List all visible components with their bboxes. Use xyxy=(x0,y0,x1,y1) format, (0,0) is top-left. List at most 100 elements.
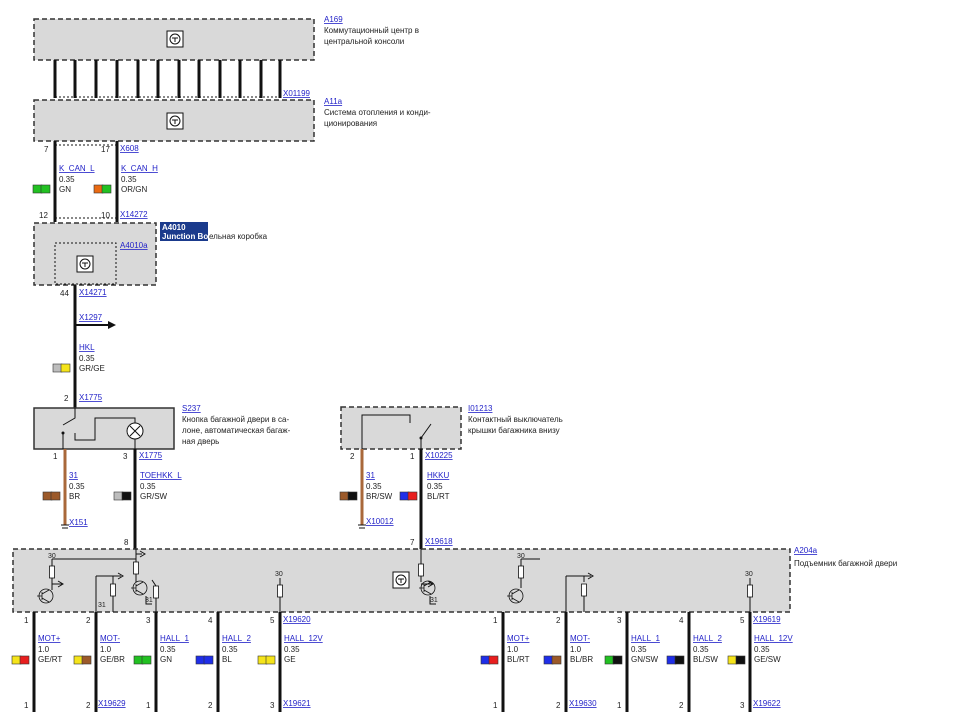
a11a-id[interactable]: A11a xyxy=(324,97,343,106)
connector-x19621[interactable]: X19621 xyxy=(283,699,311,708)
arrow-right-icon xyxy=(75,321,116,329)
wire-name[interactable]: MOT+ xyxy=(507,634,530,643)
v31-label: 31 xyxy=(145,597,153,604)
connector-x10012[interactable]: X10012 xyxy=(366,517,394,526)
wire-color: BL/BR xyxy=(570,655,593,664)
pin-number: 1 xyxy=(493,616,498,625)
wire-size: 1.0 xyxy=(507,645,519,654)
wire-toehkl-size: 0.35 xyxy=(140,482,156,491)
wire-color: GE/SW xyxy=(754,655,781,664)
a4010-tooltip-text: Junction Box xyxy=(162,232,213,241)
connector-x19618[interactable]: X19618 xyxy=(425,537,453,546)
wire-name[interactable]: HALL_1 xyxy=(160,634,189,643)
connector-x19629[interactable]: X19629 xyxy=(98,699,126,708)
a11a-desc-2: ционирования xyxy=(324,119,377,128)
switch-s237[interactable] xyxy=(33,407,175,450)
pin-number: 1 xyxy=(617,701,622,710)
pin-number: 3 xyxy=(617,616,622,625)
ecu-chip-icon xyxy=(392,571,410,589)
s237-desc-2: лоне, автоматическая багаж- xyxy=(182,426,291,435)
wire-31b-name[interactable]: 31 xyxy=(366,471,375,480)
wire-name[interactable]: HALL_12V xyxy=(284,634,323,643)
pin-number: 1 xyxy=(493,701,498,710)
ground-icon xyxy=(61,524,69,529)
wire-color: BL/SW xyxy=(693,655,718,664)
wire-31a-color: BR xyxy=(69,492,80,501)
wire-name[interactable]: HALL_2 xyxy=(693,634,722,643)
wire-kcanl-name[interactable]: K_CAN_L xyxy=(59,164,95,173)
wire-color-swatch xyxy=(666,655,685,665)
bottom-wire-group-right: 11MOT+1.0BL/RT22MOT-1.0BL/BR31HALL_10.35… xyxy=(480,612,793,712)
s237-desc-1: Кнопка багажной двери в са- xyxy=(182,415,289,424)
a204a-id[interactable]: A204a xyxy=(794,546,818,555)
wire-hkku-name[interactable]: HKKU xyxy=(427,471,449,480)
pin-10: 10 xyxy=(101,211,110,220)
wire-kcanh-size: 0.35 xyxy=(121,175,137,184)
wire-toehkl-name[interactable]: TOEHKK_L xyxy=(140,471,182,480)
connector-x1775-top[interactable]: X1775 xyxy=(79,393,103,402)
module-a169[interactable] xyxy=(33,18,315,61)
pin-number: 3 xyxy=(270,701,275,710)
pin-number: 5 xyxy=(740,616,745,625)
connector-x1297[interactable]: X1297 xyxy=(79,313,103,322)
motor-driver-left xyxy=(36,549,283,612)
switch-i01213[interactable] xyxy=(340,406,462,450)
wire-name[interactable]: MOT+ xyxy=(38,634,61,643)
wire-kcanh-color: OR/GN xyxy=(121,185,147,194)
connector-x151[interactable]: X151 xyxy=(69,518,88,527)
can-wires xyxy=(53,141,119,222)
connector-x608[interactable]: X608 xyxy=(120,144,139,153)
connector-x19630[interactable]: X19630 xyxy=(569,699,597,708)
connector-x10225[interactable]: X10225 xyxy=(425,451,453,460)
a4010-id[interactable]: A4010 xyxy=(162,223,186,232)
connector-x19620[interactable]: X19620 xyxy=(283,615,311,624)
i01213-desc-2: крышки багажника внизу xyxy=(468,426,560,435)
pin-number: 3 xyxy=(740,701,745,710)
wire-size: 1.0 xyxy=(100,645,112,654)
pin-17: 17 xyxy=(101,145,110,154)
a4010a-id[interactable]: A4010a xyxy=(120,241,148,250)
ecu-chip-icon xyxy=(166,112,184,130)
s237-id[interactable]: S237 xyxy=(182,404,201,413)
wire-31b-size: 0.35 xyxy=(366,482,382,491)
module-a11a[interactable] xyxy=(33,99,315,142)
wire-name[interactable]: MOT- xyxy=(570,634,590,643)
connector-x14271[interactable]: X14271 xyxy=(79,288,107,297)
connector-x14272[interactable]: X14272 xyxy=(120,210,148,219)
wire-hkku-color: BL/RT xyxy=(427,492,450,501)
connector-x19622[interactable]: X19622 xyxy=(753,699,781,708)
connector-x1775-bottom[interactable]: X1775 xyxy=(139,451,163,460)
connector-x19619[interactable]: X19619 xyxy=(753,615,781,624)
pin-i-2: 2 xyxy=(350,452,355,461)
pin-7: 7 xyxy=(44,145,49,154)
wire-kcanl-color: GN xyxy=(59,185,71,194)
connector-x01199[interactable]: X01199 xyxy=(283,89,311,98)
i01213-desc-1: Контактный выключатель xyxy=(468,415,563,424)
wire-name[interactable]: HALL_12V xyxy=(754,634,793,643)
wire-31a-name[interactable]: 31 xyxy=(69,471,78,480)
a169-id[interactable]: A169 xyxy=(324,15,343,24)
wire-color-swatch xyxy=(93,184,112,194)
wire-color: GE xyxy=(284,655,296,664)
wire-hkl-name[interactable]: HKL xyxy=(79,343,95,352)
wire-size: 0.35 xyxy=(631,645,647,654)
wire-kcanh-name[interactable]: K_CAN_H xyxy=(121,164,158,173)
pin-number: 2 xyxy=(679,701,684,710)
i01213-id[interactable]: I01213 xyxy=(468,404,493,413)
module-a4010[interactable] xyxy=(33,222,157,286)
pin-number: 5 xyxy=(270,616,275,625)
wire-name[interactable]: MOT- xyxy=(100,634,120,643)
ecu-chip-icon xyxy=(76,255,94,273)
wire-color-swatch xyxy=(604,655,623,665)
wire-color-swatch xyxy=(32,184,51,194)
wire-name[interactable]: HALL_2 xyxy=(222,634,251,643)
module-a204a[interactable]: 30 30 31 31 30 30 31 xyxy=(12,548,791,613)
wire-name[interactable]: HALL_1 xyxy=(631,634,660,643)
v31-label: 31 xyxy=(430,597,438,604)
bus-wires xyxy=(53,60,282,98)
bottom-wire-group-left: 11MOT+1.0GE/RT22MOT-1.0GE/BR31HALL_10.35… xyxy=(11,612,323,712)
wire-color: GE/RT xyxy=(38,655,62,664)
wire-color-swatch xyxy=(42,491,61,501)
pin-2: 2 xyxy=(64,394,69,403)
wire-toehkl-color: GR/SW xyxy=(140,492,168,501)
